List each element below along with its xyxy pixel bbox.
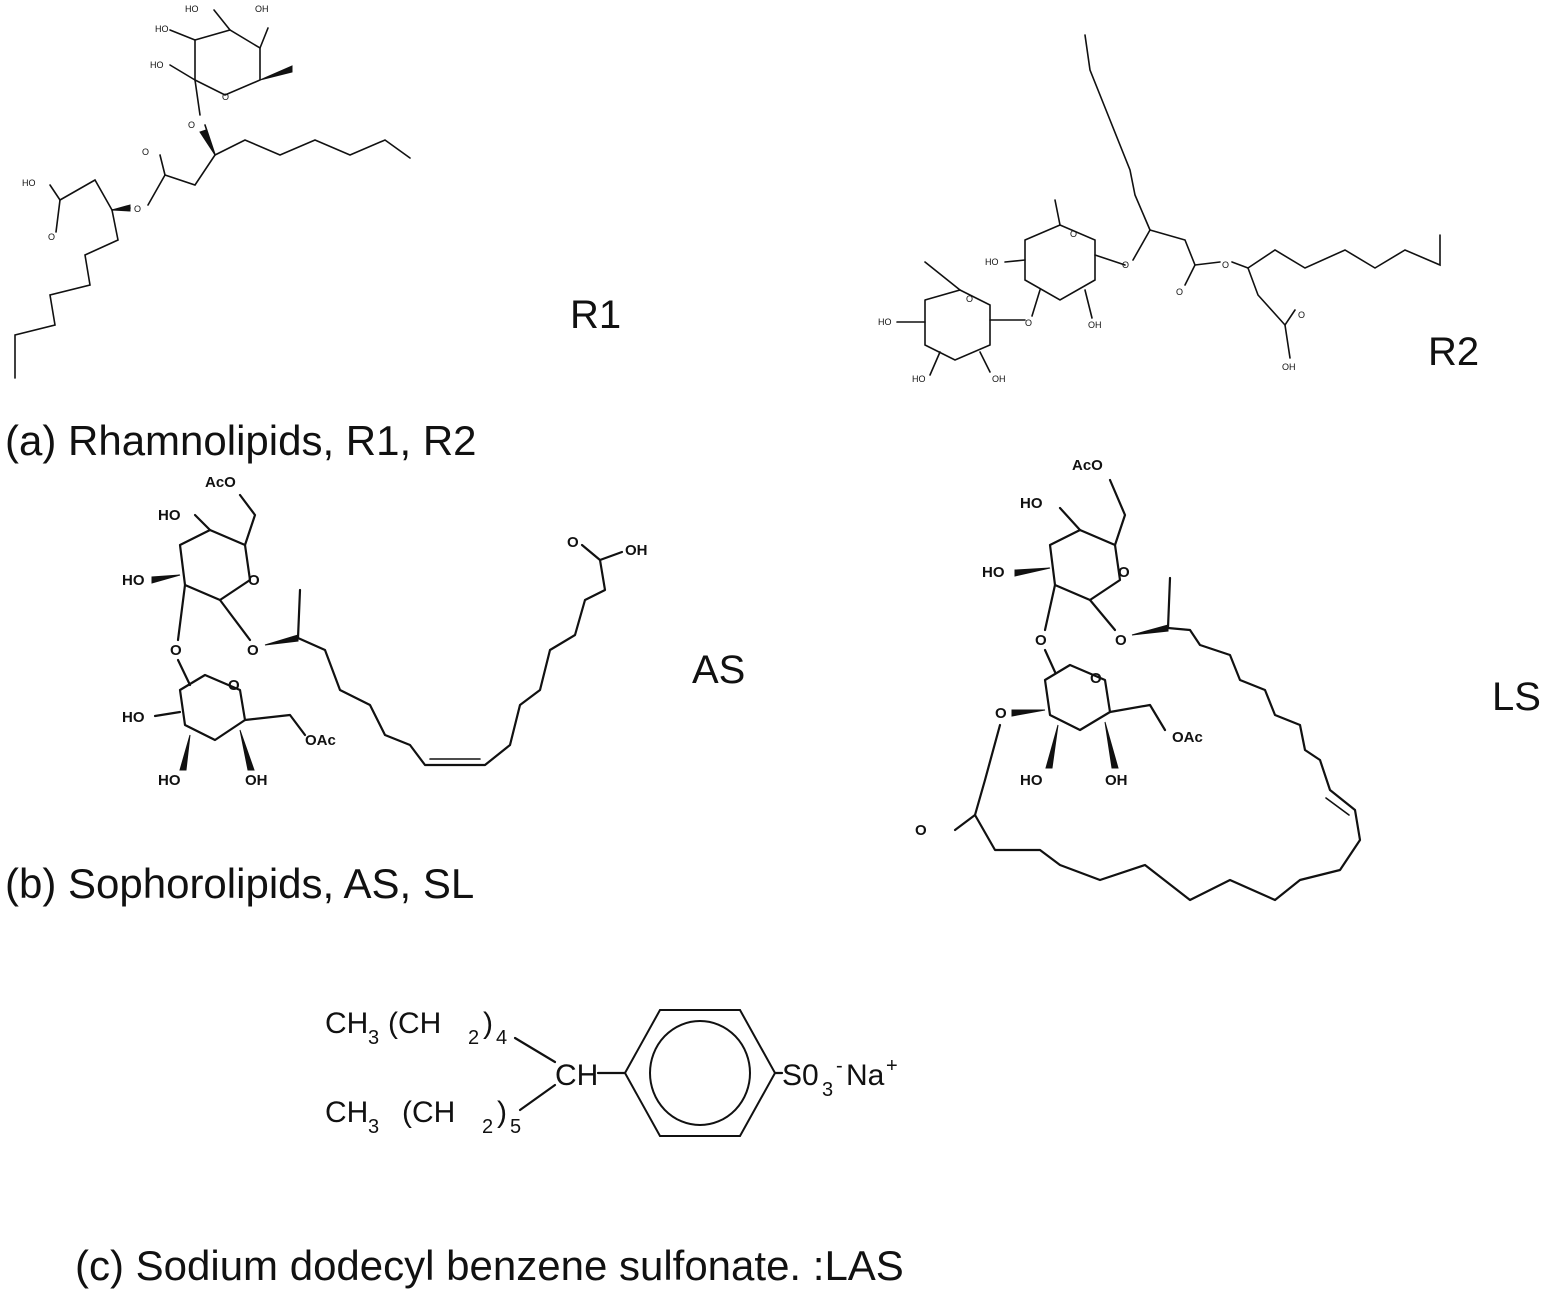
las-top-paren: (CH [388,1007,441,1040]
caption-a: (a) Rhamnolipids, R1, R2 [5,417,477,464]
as-glyco-o: O [247,642,259,659]
as-acid-oh: OH [625,542,648,559]
ls-oh-1: OH [1105,772,1128,789]
las-bottom-ch: CH [325,1096,368,1129]
las-top-ch: CH [325,1007,368,1040]
as-ho-4: HO [158,772,181,789]
r1-structure: HO OH HO HO O O O O HO O [14,4,411,379]
as-ho-2: HO [122,572,145,589]
as-ring-o2: O [228,677,240,694]
r1-ester-o: O [142,147,149,157]
r2-ring-o2: O [966,294,973,304]
las-counterion-charge: + [886,1055,898,1077]
r1-oh-1: OH [255,4,269,14]
r2-ring-o1: O [1070,229,1077,239]
ls-oac-1: OAc [1172,729,1203,746]
r2-oh-2: OH [992,374,1006,384]
las-structure: CH 3 (CH 2 ) 4 CH 3 (CH 2 ) 5 CH S0 3 - … [325,1007,898,1138]
as-label: AS [692,648,745,692]
ls-ho-2: HO [982,564,1005,581]
las-top-close: ) [483,1007,493,1040]
las-sulfonate-charge: - [836,1055,843,1077]
as-structure: AcO HO HO O O O O HO HO OH OAc O OH [122,474,648,789]
ls-structure: AcO HO HO O O O O O HO OH OAc O [915,457,1362,902]
las-bottom-paren: (CH [402,1096,455,1129]
r1-ho-1: HO [185,4,199,14]
las-bottom-sub1: 3 [368,1116,379,1138]
r2-acid-o: O [1298,310,1305,320]
ls-aco-1: AcO [1072,457,1103,474]
r1-acid-oh: HO [22,178,36,188]
r2-acid-oh: OH [1282,362,1296,372]
r2-ho-2: HO [878,317,892,327]
as-ho-3: HO [122,709,145,726]
ls-ester-o: O [995,705,1007,722]
las-bottom-n: 5 [510,1116,521,1138]
r1-ho-3: HO [150,60,164,70]
las-bottom-close: ) [497,1096,507,1129]
las-top-n: 4 [496,1027,507,1049]
ls-glyco-o: O [1115,632,1127,649]
as-acid-o: O [567,534,579,551]
r2-ester-o: O [1176,287,1183,297]
as-link-o: O [170,642,182,659]
r2-label: R2 [1428,330,1479,374]
las-top-sub1: 3 [368,1027,379,1049]
r2-ester-o2: O [1222,260,1229,270]
ls-link-o: O [1035,632,1047,649]
r1-ring-o: O [222,92,229,102]
as-oh-1: OH [245,772,268,789]
ls-lactone-o: O [915,822,927,839]
r2-oh-1: OH [1088,320,1102,330]
las-sulfonate: S0 [782,1059,819,1092]
las-center-ch: CH [555,1059,598,1092]
as-aco-1: AcO [205,474,236,491]
r1-glyco-o: O [188,120,195,130]
ls-ring-o2: O [1090,670,1102,687]
ls-ho-3: HO [1020,772,1043,789]
r1-ho-2: HO [155,24,169,34]
r1-acid-o: O [48,232,55,242]
r2-link-o: O [1025,318,1032,328]
ls-ho-1: HO [1020,495,1043,512]
r2-ho-1: HO [985,257,999,267]
as-ho-1: HO [158,507,181,524]
as-oac-1: OAc [305,732,336,749]
r1-ester-o2: O [134,204,141,214]
r2-glyco-o: O [1122,260,1129,270]
caption-c: (c) Sodium dodecyl benzene sulfonate. :L… [75,1242,904,1289]
las-bottom-sub2: 2 [482,1116,493,1138]
caption-b: (b) Sophorolipids, AS, SL [5,860,474,907]
las-counterion: Na [846,1059,885,1092]
ls-label: LS [1492,675,1541,719]
r2-ho-3: HO [912,374,926,384]
r2-structure: O HO OH O O HO HO OH O O O O OH [878,34,1441,384]
las-top-sub2: 2 [468,1027,479,1049]
ls-ring-o1: O [1118,564,1130,581]
as-ring-o1: O [248,572,260,589]
r1-label: R1 [570,293,621,337]
las-sulfonate-sub: 3 [822,1079,833,1101]
